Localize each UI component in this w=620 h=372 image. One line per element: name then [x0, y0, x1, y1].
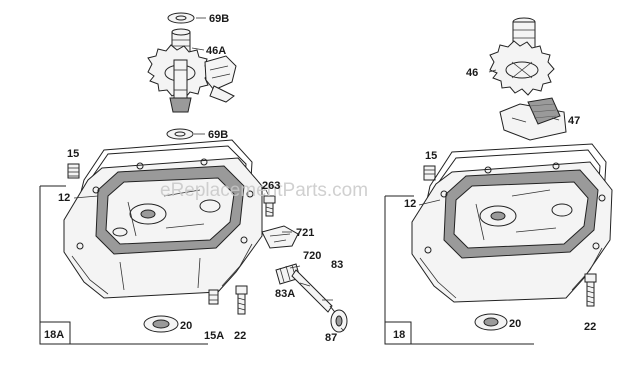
- callout-15a: 15A: [204, 330, 224, 342]
- bolt-263: [263, 195, 276, 217]
- callout-18: 18: [393, 329, 405, 341]
- kit-box-18a: [39, 185, 208, 345]
- compression-release-47: [499, 97, 567, 141]
- callout-15-left: 15: [67, 148, 79, 160]
- sump-cover-left: [63, 139, 263, 299]
- washer-69b-mid: [166, 128, 194, 140]
- callout-22-left: 22: [234, 330, 246, 342]
- callout-47: 47: [568, 115, 580, 127]
- kit-box-18: [384, 195, 534, 345]
- oil-seal-20-right: [474, 313, 508, 331]
- callout-721: 721: [296, 227, 314, 239]
- leader-lines: [73, 17, 560, 332]
- callout-263: 263: [262, 180, 280, 192]
- oil-seal-20-left: [143, 315, 179, 333]
- dowel-pin-15-left: [67, 163, 80, 179]
- callout-20-left: 20: [180, 320, 192, 332]
- washer-69b-top: [167, 12, 195, 24]
- callout-12-right: 12: [404, 198, 416, 210]
- watermark: eReplacementParts.com: [160, 180, 368, 201]
- governor-gear-46a: [147, 28, 237, 113]
- callout-20-right: 20: [509, 318, 521, 330]
- callout-720: 720: [303, 250, 321, 262]
- callout-83: 83: [331, 259, 343, 271]
- callout-12-left: 12: [58, 192, 70, 204]
- callout-87: 87: [325, 332, 337, 344]
- governor-shaft-83: [275, 263, 339, 317]
- callout-46: 46: [466, 67, 478, 79]
- cam-gear-46: [489, 17, 555, 96]
- seal-87: [330, 309, 348, 333]
- governor-arm-721: [261, 225, 299, 249]
- sump-cover-right: [411, 143, 613, 303]
- pin-15a: [208, 289, 219, 305]
- bolt-22-right: [584, 273, 597, 307]
- callout-83a: 83A: [275, 288, 295, 300]
- dowel-pin-15-right: [423, 165, 436, 181]
- callout-18a: 18A: [44, 329, 64, 341]
- callout-69b-top: 69B: [209, 13, 229, 25]
- callout-46a: 46A: [206, 45, 226, 57]
- callout-22-right: 22: [584, 321, 596, 333]
- bolt-22-left: [235, 285, 248, 315]
- callout-69b-mid: 69B: [208, 129, 228, 141]
- callout-15-right: 15: [425, 150, 437, 162]
